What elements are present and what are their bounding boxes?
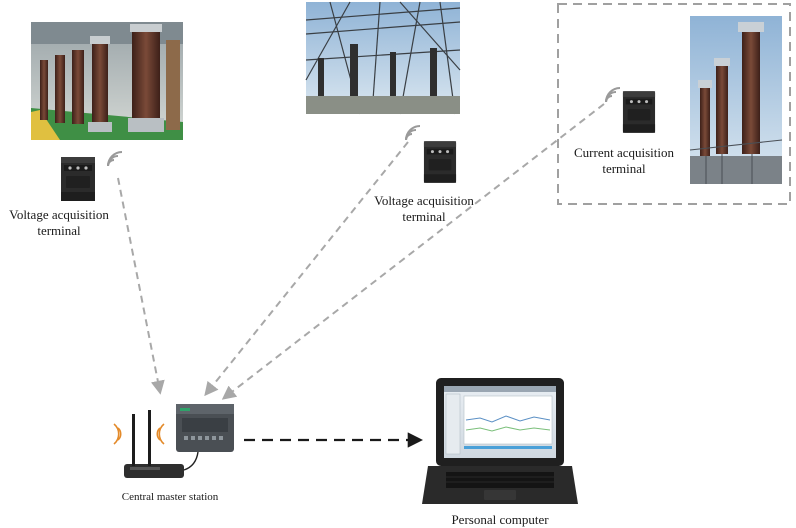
link-current-to-master <box>221 103 605 400</box>
link-voltage-1-to-master <box>117 177 165 395</box>
plc-controller-icon <box>176 404 234 452</box>
wireless-router-icon <box>113 410 199 478</box>
computer-label: Personal computer <box>451 512 549 527</box>
photo-outdoor-substation <box>305 1 461 115</box>
link-voltage-2-to-master <box>204 141 409 397</box>
acquisition-terminal-icon <box>423 141 457 183</box>
wireless-signal-icon <box>405 125 421 141</box>
central-master-station <box>113 404 234 478</box>
acquisition-terminal-icon <box>622 91 656 133</box>
current-terminal-group <box>557 3 791 205</box>
laptop-icon <box>422 378 578 504</box>
acquisition-terminal-icon <box>61 157 95 201</box>
current-terminal-label: Current acquisition terminal <box>573 145 674 176</box>
photo-current-transformer <box>689 16 783 184</box>
voltage-terminal-2-label: Voltage acquisition terminal <box>374 193 474 224</box>
current-terminal <box>605 87 656 133</box>
voltage-terminal-2 <box>405 125 457 183</box>
photo-indoor-substation <box>31 22 183 140</box>
voltage-terminal-1-label: Voltage acquisition terminal <box>9 207 109 238</box>
wireless-signal-icon <box>605 87 621 103</box>
voltage-terminal-1 <box>61 151 123 201</box>
master-station-label: Central master station <box>121 491 219 503</box>
wireless-signal-icon <box>107 151 123 167</box>
